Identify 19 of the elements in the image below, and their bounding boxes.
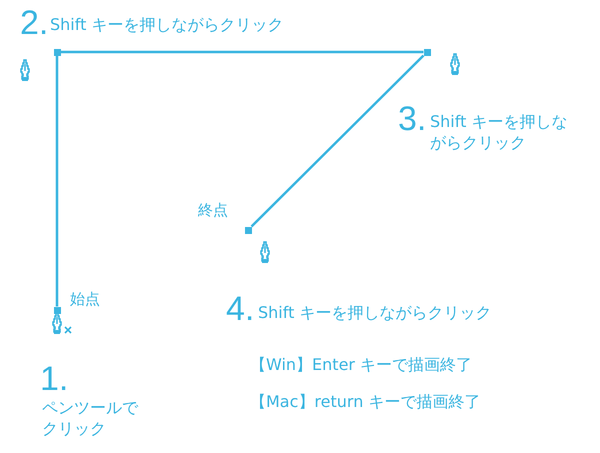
anchor-point [244, 226, 252, 234]
step-text: Shift キーを押しながらクリック [50, 15, 284, 36]
path-segment [56, 56, 58, 306]
note-text: 【Mac】return キーで描画終了 [250, 392, 480, 413]
step-number: 4. [226, 292, 254, 326]
note-text: 【Win】Enter キーで描画終了 [250, 355, 472, 376]
step-text: Shift キーを押しながらクリック [430, 112, 568, 154]
step-text: Shift キーを押しながらクリック [258, 303, 492, 324]
step-number: 1. [40, 362, 68, 396]
anchor-point [424, 48, 430, 56]
point-label: 始点 [70, 290, 100, 310]
step-text: ペンツールでクリック [42, 398, 140, 440]
path-segment [60, 50, 424, 54]
anchor-point [54, 306, 60, 314]
step-number: 2. [20, 6, 48, 40]
anchor-point [54, 48, 60, 56]
step-number: 3. [398, 102, 426, 136]
point-label: 終点 [198, 201, 228, 220]
path-segment [250, 54, 424, 228]
